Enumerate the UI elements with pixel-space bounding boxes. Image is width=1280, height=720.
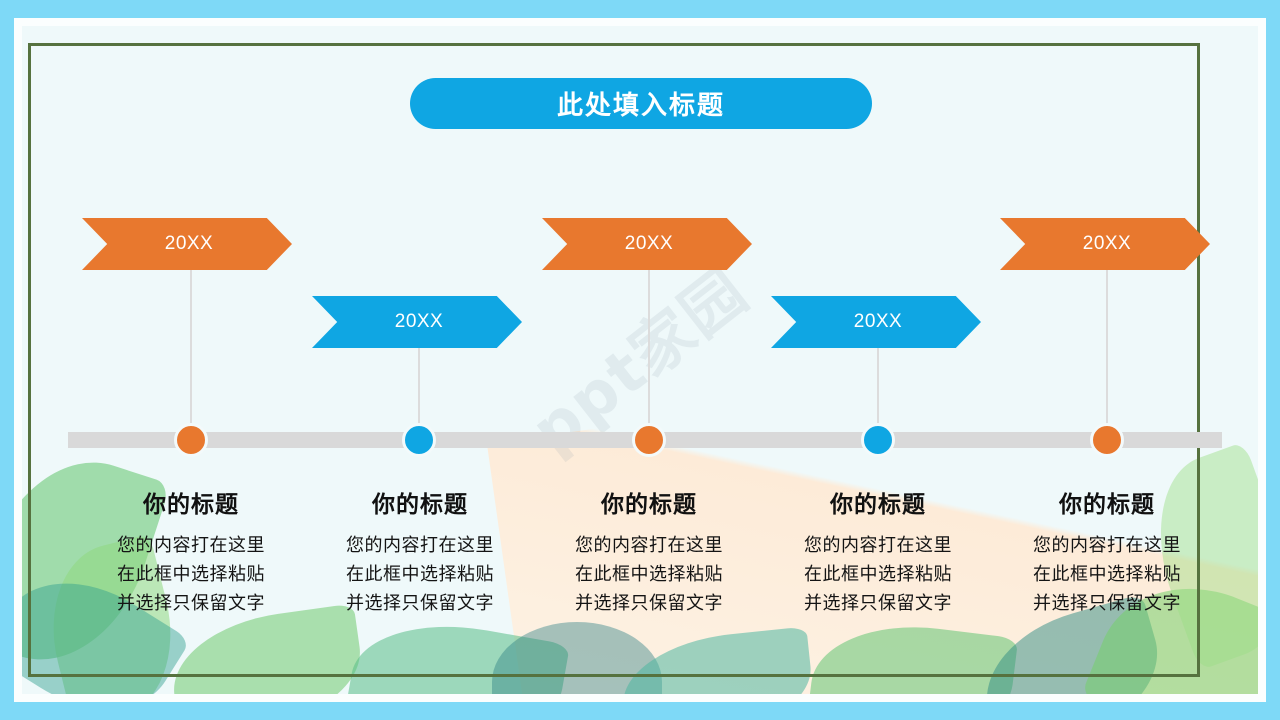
- milestone-body-line: 在此框中选择粘贴: [117, 564, 265, 586]
- milestone-heading-5: 你的标题: [1059, 492, 1155, 518]
- milestone-text-3: 你的标题 您的内容打在这里 在此框中选择粘贴 并选择只保留文字: [534, 485, 764, 618]
- connector-line: [1106, 270, 1108, 438]
- milestone-year-4: 20XX: [853, 311, 903, 332]
- milestone-text-4: 你的标题 您的内容打在这里 在此框中选择粘贴 并选择只保留文字: [763, 485, 993, 618]
- milestone-heading-2: 你的标题: [372, 492, 468, 518]
- milestone-heading-1: 你的标题: [143, 492, 239, 518]
- milestone-body-line: 在此框中选择粘贴: [1033, 564, 1181, 586]
- milestone-body-line: 并选择只保留文字: [1033, 593, 1181, 615]
- milestone-body-line: 并选择只保留文字: [346, 593, 494, 615]
- milestone-text-2: 你的标题 您的内容打在这里 在此框中选择粘贴 并选择只保留文字: [305, 485, 535, 618]
- milestone-text-5: 你的标题 您的内容打在这里 在此框中选择粘贴 并选择只保留文字: [992, 485, 1222, 618]
- milestone-body-line: 并选择只保留文字: [575, 593, 723, 615]
- milestone-body-line: 在此框中选择粘贴: [575, 564, 723, 586]
- milestone-year-3: 20XX: [624, 233, 674, 254]
- milestone-body-line: 您的内容打在这里: [1033, 535, 1181, 556]
- milestone-text-1: 你的标题 您的内容打在这里 在此框中选择粘贴 并选择只保留文字: [76, 485, 306, 618]
- milestone-body-line: 您的内容打在这里: [346, 535, 494, 556]
- milestone-body-line: 并选择只保留文字: [117, 593, 265, 615]
- milestone-year-2: 20XX: [394, 311, 444, 332]
- milestone-year-1: 20XX: [164, 233, 214, 254]
- milestone-body-line: 您的内容打在这里: [804, 535, 952, 556]
- connector-line: [877, 348, 879, 438]
- timeline-dot-4[interactable]: [861, 423, 895, 457]
- slide-title-banner[interactable]: 此处填入标题: [410, 78, 872, 129]
- milestone-body-line: 在此框中选择粘贴: [346, 564, 494, 586]
- timeline-dot-5[interactable]: [1090, 423, 1124, 457]
- content-panel: ppt家园: [22, 26, 1258, 694]
- milestone-heading-4: 你的标题: [830, 492, 926, 518]
- connector-line: [190, 270, 192, 438]
- timeline-dot-1[interactable]: [174, 423, 208, 457]
- milestone-body-line: 在此框中选择粘贴: [804, 564, 952, 586]
- milestone-banner-4[interactable]: 20XX: [771, 296, 981, 348]
- milestone-heading-3: 你的标题: [601, 492, 697, 518]
- connector-line: [418, 348, 420, 438]
- milestone-banner-3[interactable]: 20XX: [542, 218, 752, 270]
- milestone-year-5: 20XX: [1082, 233, 1132, 254]
- milestone-banner-2[interactable]: 20XX: [312, 296, 522, 348]
- milestone-banner-1[interactable]: 20XX: [82, 218, 292, 270]
- milestone-body-line: 您的内容打在这里: [117, 535, 265, 556]
- milestone-banner-5[interactable]: 20XX: [1000, 218, 1210, 270]
- milestone-body-line: 您的内容打在这里: [575, 535, 723, 556]
- milestone-body-line: 并选择只保留文字: [804, 593, 952, 615]
- connector-line: [648, 270, 650, 438]
- page-title: 此处填入标题: [556, 91, 725, 121]
- timeline-dot-2[interactable]: [402, 423, 436, 457]
- timeline-dot-3[interactable]: [632, 423, 666, 457]
